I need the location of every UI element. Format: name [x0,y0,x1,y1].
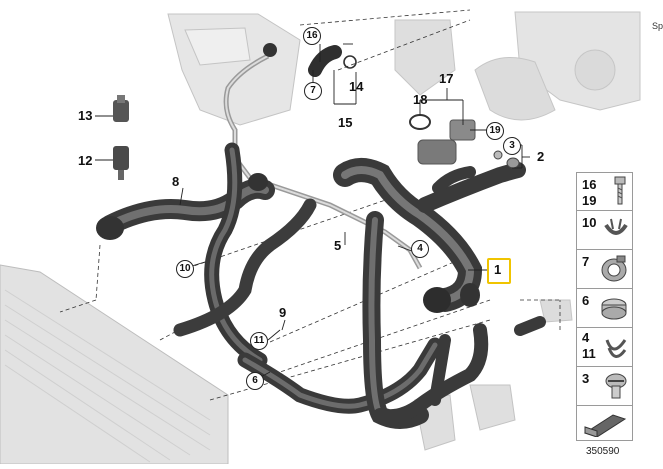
circled-3: 3 [503,137,521,155]
legend-row-screw-plug: 3 [576,366,633,406]
circled-6: 6 [246,372,264,390]
circled-3-label: 3 [509,140,515,151]
circled-10: 10 [176,260,194,278]
hose-clamp-icon [601,255,627,282]
circled-4: 4 [411,240,429,258]
legend-row-spring-clip: 10 [576,210,633,250]
legend-num-3: 3 [582,371,590,386]
double-clip-icon [605,339,627,358]
bolt-icon [614,176,626,205]
legend-row-double-clip: 4 11 [576,327,633,367]
legend-num-16: 16 [582,177,597,192]
corner-text: Sp [652,21,663,31]
legend-row-bolt: 16 19 [576,172,633,211]
legend-num-10: 10 [582,215,597,230]
legend-row-band-clamp: 6 [576,288,633,328]
document-number: 350590 [586,446,620,457]
gasket-icon [583,414,627,437]
circled-16: 16 [303,27,321,45]
callout-15: 15 [338,115,353,130]
callout-14: 14 [349,79,364,94]
callout-17: 17 [439,71,454,86]
legend-row-gasket [576,405,633,441]
engine-block [394,11,641,323]
circled-19: 19 [486,122,504,140]
callout-1: 1 [494,262,502,277]
vent-line [223,53,423,270]
screw-plug-icon [605,373,627,399]
circled-11: 11 [250,332,268,350]
callout-5: 5 [334,238,342,253]
sensor-12 [113,146,129,180]
highlight-box-part-1 [487,258,511,284]
legend-num-6: 6 [582,293,590,308]
legend-num-11: 11 [582,346,596,361]
callout-2: 2 [537,149,545,164]
connector-block [96,43,480,313]
band-clamp-icon [601,298,627,320]
radiator [0,264,229,465]
callout-9: 9 [279,305,287,320]
legend-row-hose-clamp: 7 [576,249,633,289]
callout-18: 18 [413,92,428,107]
callout-13: 13 [78,108,93,123]
callout-8: 8 [172,174,180,189]
legend-num-4: 4 [582,330,590,345]
legend-num-7: 7 [582,254,590,269]
callout-12: 12 [78,153,93,168]
legend-num-19: 19 [582,193,597,208]
circled-7: 7 [304,82,322,100]
expansion-tank [167,13,301,126]
hoses [100,45,546,429]
spring-clip-icon [604,218,628,235]
sensor-13 [113,95,129,122]
